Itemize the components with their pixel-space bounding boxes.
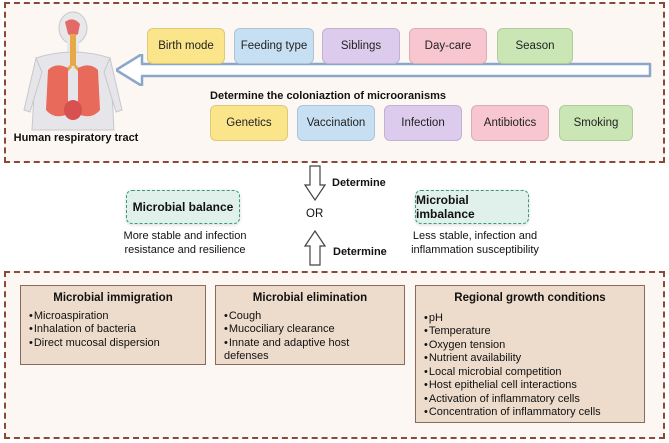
factor-antibiotics: Antibiotics [471, 105, 549, 141]
colonization-arrow [116, 54, 652, 86]
factor-label: Infection [401, 117, 445, 129]
list-item: Direct mucosal dispersion [29, 337, 197, 351]
elimination-title: Microbial elimination [252, 292, 368, 304]
list-item: Oxygen tension [424, 339, 636, 353]
list-item: Cough [224, 310, 396, 324]
factor-vaccination: Vaccination [297, 105, 375, 141]
factor-label: Smoking [573, 117, 619, 129]
up-arrow-icon [304, 230, 326, 266]
determine-bottom-label: Determine [333, 246, 387, 258]
factor-day-care: Day-care [409, 28, 487, 64]
balance-title: Microbial balance [132, 200, 234, 214]
factor-birth-mode: Birth mode [147, 28, 225, 64]
microbial-balance-box: Microbial balance [126, 190, 240, 224]
factor-smoking: Smoking [559, 105, 633, 141]
list-item: Mucociliary clearance [224, 323, 396, 337]
or-label: OR [306, 208, 324, 220]
factor-genetics: Genetics [210, 105, 288, 141]
factor-label: Siblings [340, 40, 382, 52]
microbial-immigration-box: Microbial immigration Microaspiration In… [20, 285, 206, 365]
imbalance-description: Less stable, infection and inflammation … [400, 229, 550, 257]
factor-label: Vaccination [306, 117, 366, 129]
human-respiratory-tract-icon [23, 11, 123, 131]
list-item: Activation of inflammatory cells [424, 393, 636, 407]
list-item-continuation: defenses [224, 350, 269, 362]
factor-feeding-type: Feeding type [234, 28, 314, 64]
list-item: Concentration of inflammatory cells [424, 406, 636, 420]
human-label: Human respiratory tract [13, 132, 139, 144]
imbalance-desc-line: inflammation susceptibility [411, 244, 539, 256]
imbalance-title: Microbial imbalance [416, 193, 475, 221]
immigration-title: Microbial immigration [53, 292, 173, 304]
list-item: pH [424, 312, 636, 326]
list-item: Host epithelial cell interactions [424, 379, 636, 393]
list-item: Inhalation of bacteria [29, 323, 197, 337]
list-item: Temperature [424, 325, 636, 339]
factor-infection: Infection [384, 105, 462, 141]
factor-label: Genetics [226, 117, 272, 129]
factor-label: Birth mode [158, 40, 214, 52]
factor-label: Day-care [424, 40, 472, 52]
list-item: Innate and adaptive host [224, 337, 396, 351]
balance-desc-line: resistance and resilience [124, 244, 246, 256]
growth-title: Regional growth conditions [454, 292, 606, 304]
factor-label: Feeding type [240, 40, 308, 52]
factor-season: Season [497, 28, 573, 64]
balance-description: More stable and infection resistance and… [110, 229, 260, 257]
microbial-elimination-box: Microbial elimination Cough Mucociliary … [215, 285, 405, 365]
down-arrow-icon [304, 165, 326, 201]
determine-colonization-label: Determine the coloniaztion of microorani… [210, 90, 446, 102]
imbalance-desc-line: Less stable, infection and [412, 230, 538, 242]
factor-siblings: Siblings [322, 28, 400, 64]
factor-label: Season [515, 40, 555, 52]
balance-desc-line: More stable and infection [123, 230, 247, 242]
microbial-imbalance-box: Microbial imbalance [415, 190, 529, 224]
list-item: Microaspiration [29, 310, 197, 324]
regional-growth-box: Regional growth conditions pH Temperatur… [415, 285, 645, 423]
factor-label: Antibiotics [483, 117, 537, 129]
determine-top-label: Determine [332, 177, 386, 189]
list-item: Nutrient availability [424, 352, 636, 366]
list-item: Local microbial competition [424, 366, 636, 380]
